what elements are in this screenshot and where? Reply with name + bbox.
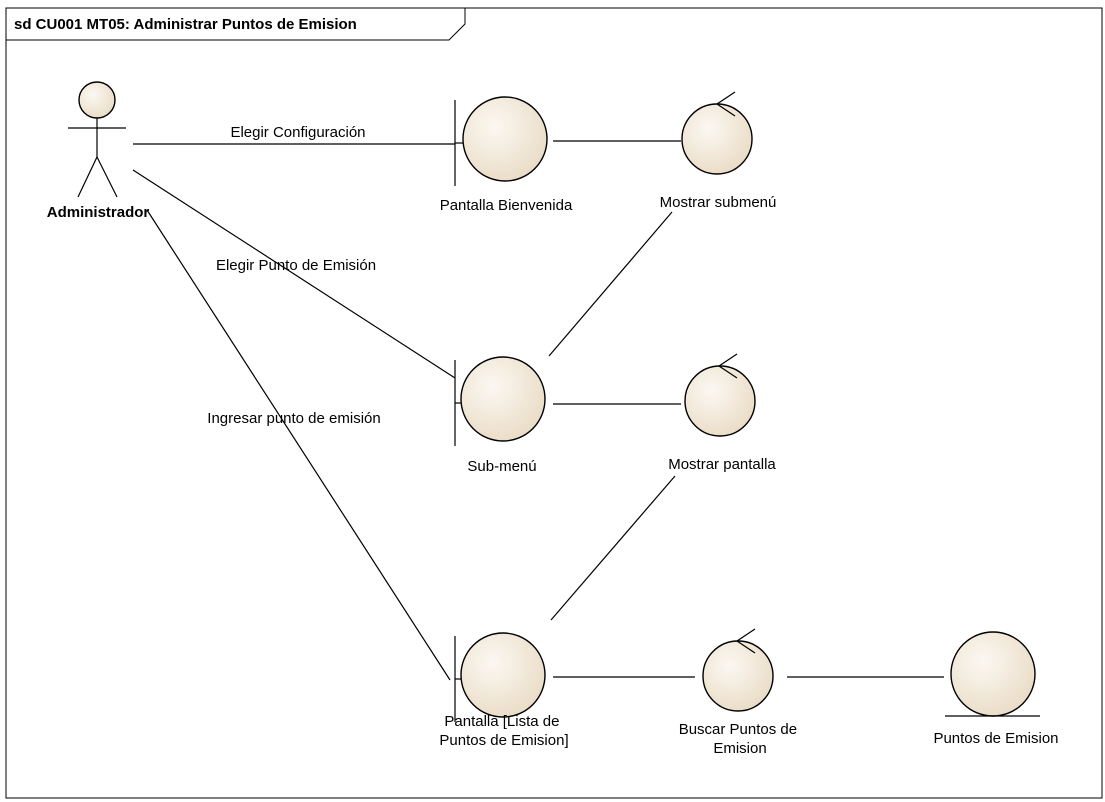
node-label: Mostrar pantalla: [668, 456, 776, 473]
actor-administrador[interactable]: Administrador: [47, 81, 150, 221]
actor-icon: [68, 81, 126, 198]
node-label-line: Buscar Puntos de: [679, 721, 797, 738]
node-label: Pantalla [Lista de Puntos de Emision]: [439, 713, 568, 749]
diagram-title: sd CU001 MT05: Administrar Puntos de Emi…: [14, 16, 357, 33]
link-mostrar-pantalla-to-pantalla-lista[interactable]: [550, 475, 676, 621]
control-icon: [702, 628, 774, 712]
node-label-line: Puntos de Emision: [933, 730, 1058, 747]
node-label: Puntos de Emision: [933, 730, 1058, 747]
link-mostrar-submenu-to-sub-menu[interactable]: [548, 211, 673, 357]
boundary-icon: [454, 96, 548, 186]
boundary-icon: [454, 632, 546, 722]
node-label: Mostrar submenú: [660, 194, 777, 211]
node-label-line: Pantalla [Lista de: [444, 713, 559, 730]
node-label-line: Mostrar submenú: [660, 194, 777, 211]
link-actor-to-pantalla-lista[interactable]: [146, 209, 451, 681]
node-label-line: Sub-menú: [467, 458, 536, 475]
control-mostrar-submenu[interactable]: Mostrar submenú: [660, 91, 777, 211]
message-ingresar-punto: Ingresar punto de emisión: [207, 410, 380, 427]
diagram-frame: [5, 7, 1103, 799]
control-icon: [684, 353, 756, 437]
node-label: Buscar Puntos de Emision: [679, 721, 802, 757]
node-label-line: Mostrar pantalla: [668, 456, 776, 473]
boundary-sub-menu[interactable]: Sub-menú: [454, 356, 546, 475]
control-mostrar-pantalla[interactable]: Mostrar pantalla: [668, 353, 776, 473]
diagram-title-tab: [5, 7, 466, 41]
link-actor-to-sub-menu[interactable]: [132, 169, 456, 379]
connectors: [132, 140, 944, 681]
control-icon: [681, 91, 753, 175]
actor-name: Administrador: [47, 204, 150, 221]
message-elegir-configuracion: Elegir Configuración: [230, 124, 365, 141]
boundary-icon: [454, 356, 546, 446]
message-elegir-punto: Elegir Punto de Emisión: [216, 257, 376, 274]
node-label: Sub-menú: [467, 458, 536, 475]
node-label-line: Pantalla Bienvenida: [440, 197, 573, 214]
control-buscar-puntos[interactable]: Buscar Puntos de Emision: [679, 628, 802, 757]
boundary-pantalla-bienvenida[interactable]: Pantalla Bienvenida: [440, 96, 573, 214]
node-label-line: Emision: [713, 740, 766, 757]
node-label-line: Puntos de Emision]: [439, 732, 568, 749]
entity-puntos-de-emision[interactable]: Puntos de Emision: [933, 631, 1059, 747]
node-label: Pantalla Bienvenida: [440, 197, 573, 214]
boundary-pantalla-lista[interactable]: Pantalla [Lista de Puntos de Emision]: [439, 632, 569, 749]
entity-icon: [945, 631, 1040, 717]
